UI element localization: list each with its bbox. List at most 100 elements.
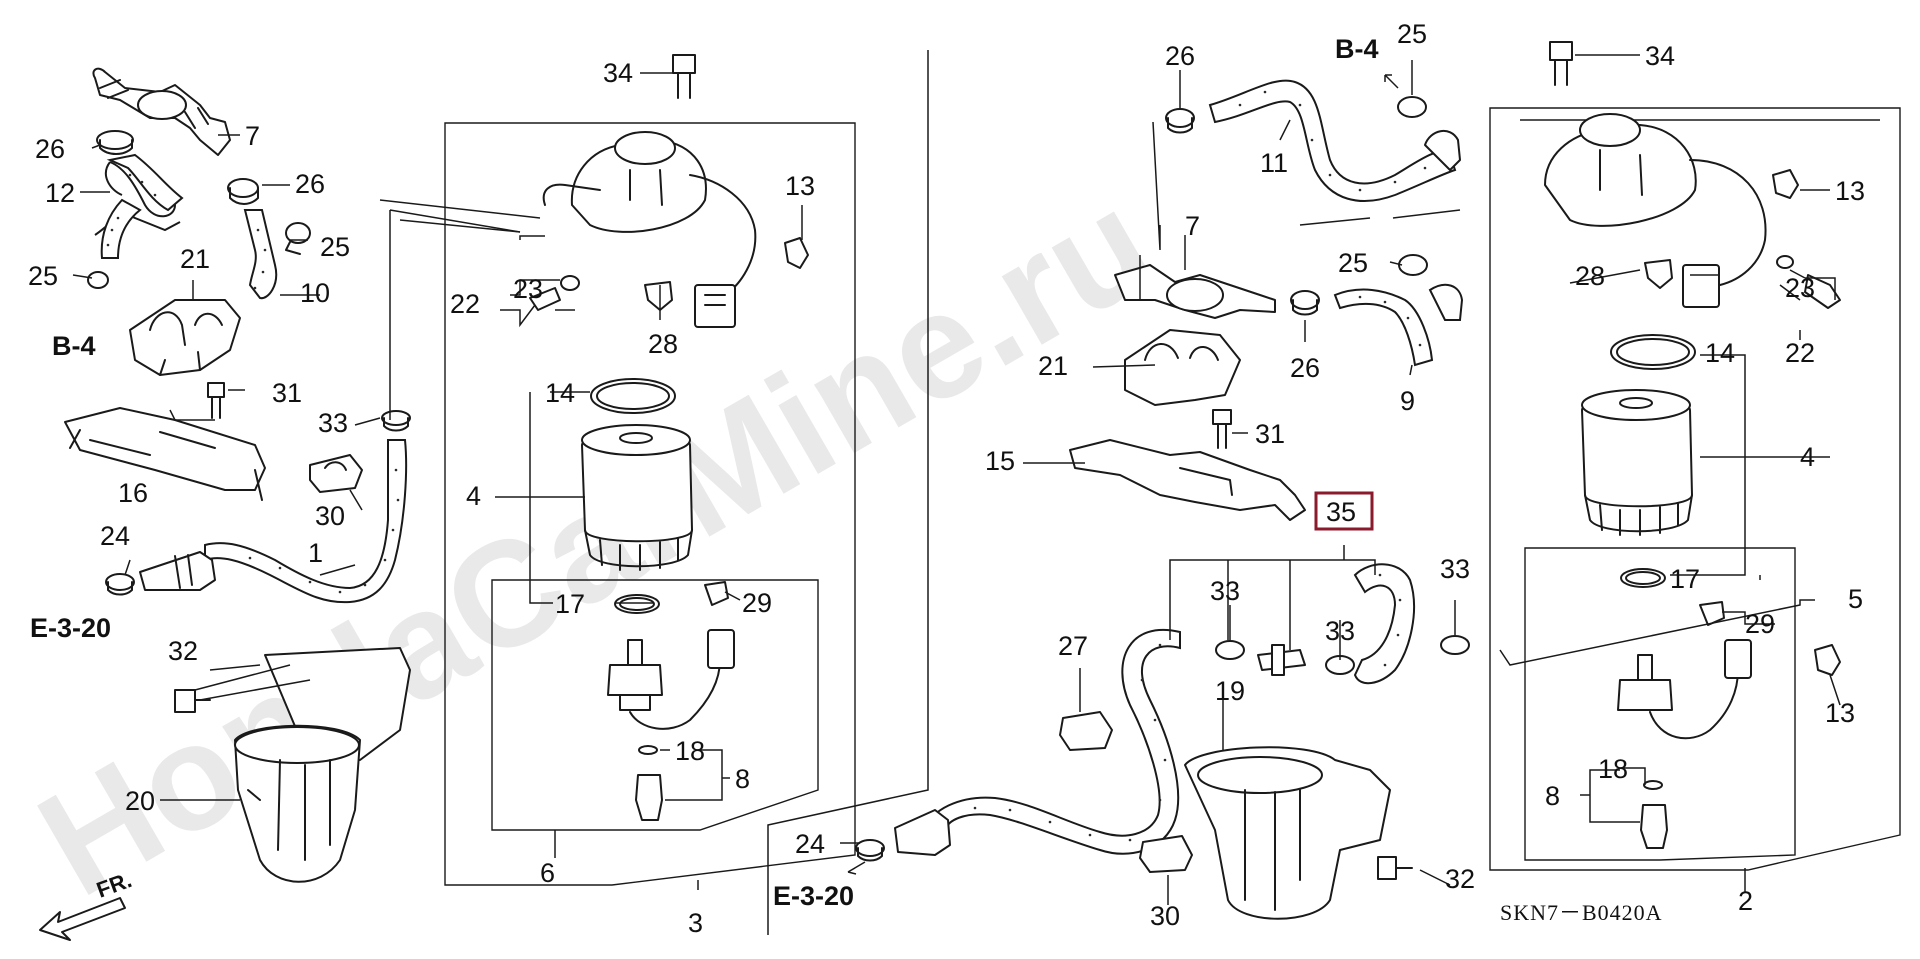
label-8-left: 8: [735, 764, 750, 794]
sensor-22-left[interactable]: [529, 275, 580, 311]
connector-29-right[interactable]: [1699, 601, 1725, 626]
connector-28-right[interactable]: [1644, 259, 1673, 289]
label-33-left: 33: [318, 408, 348, 438]
bracket-16[interactable]: [64, 407, 266, 501]
bolt-31-right[interactable]: [1212, 409, 1232, 449]
ref-e320-left: E-3-20: [30, 613, 111, 643]
oring-17-left[interactable]: [614, 594, 660, 614]
label-5: 5: [1848, 584, 1863, 614]
oring-14-left[interactable]: [590, 378, 676, 414]
clamp-26-right[interactable]: [1165, 108, 1195, 134]
sensor-unit-right[interactable]: [1617, 639, 1752, 740]
bracket-21-left[interactable]: [129, 299, 241, 376]
drain-plug-8-right[interactable]: [1640, 804, 1668, 849]
label-20: 20: [125, 786, 155, 816]
connector-33-pipe[interactable]: [1257, 644, 1306, 676]
clamp-25-right[interactable]: [1398, 254, 1428, 276]
clip-30-left[interactable]: [309, 454, 363, 493]
connector-29-left[interactable]: [704, 581, 729, 606]
oring-17-right[interactable]: [1620, 568, 1666, 588]
label-15: 15: [985, 446, 1015, 476]
label-33-right-c: 33: [1440, 554, 1470, 584]
clamp-25-left[interactable]: [285, 222, 311, 255]
bracket-21-right[interactable]: [1124, 329, 1241, 406]
clip-13-right-top[interactable]: [1772, 169, 1799, 199]
hose-11[interactable]: [1208, 79, 1461, 202]
hose-10[interactable]: [243, 209, 278, 300]
label-18-right: 18: [1598, 754, 1628, 784]
label-35: 35: [1326, 497, 1356, 527]
clamp-24-left[interactable]: [105, 573, 135, 596]
filter-head-right[interactable]: [1544, 113, 1767, 286]
label-13-left: 13: [785, 171, 815, 201]
label-29-right: 29: [1745, 609, 1775, 639]
oring-18-right[interactable]: [1643, 780, 1663, 790]
connector-28-left[interactable]: [644, 281, 673, 311]
hose-33-short[interactable]: [1353, 563, 1416, 685]
part-7-joint-right[interactable]: [1114, 264, 1276, 319]
hose-1-right[interactable]: [894, 628, 1181, 856]
label-29-left: 29: [742, 588, 772, 618]
connector-plug-left[interactable]: [694, 284, 736, 328]
hose-1-left[interactable]: [139, 439, 408, 604]
label-17-left: 17: [555, 589, 585, 619]
label-28-left: 28: [648, 329, 678, 359]
label-34-right: 34: [1645, 41, 1675, 71]
label-21-right: 21: [1038, 351, 1068, 381]
label-2: 2: [1738, 886, 1753, 916]
bracket-19[interactable]: [1184, 746, 1391, 920]
connector-plug-right[interactable]: [1682, 264, 1720, 308]
bolt-32-left[interactable]: [174, 689, 211, 713]
label-33-right-a: 33: [1210, 576, 1240, 606]
label-24-right: 24: [795, 829, 825, 859]
part-35-highlight[interactable]: 35: [1314, 491, 1374, 531]
hose-9[interactable]: [1333, 283, 1464, 367]
bracket-20[interactable]: [234, 647, 411, 883]
bolt-34-left[interactable]: [672, 54, 696, 99]
section-divider: [767, 50, 929, 935]
clamp-33-right-a[interactable]: [1215, 640, 1245, 660]
label-28-right: 28: [1575, 261, 1605, 291]
label-13-right-a: 13: [1835, 176, 1865, 206]
clamp-33-right-c[interactable]: [1440, 635, 1470, 655]
bracket-15[interactable]: [1069, 439, 1306, 521]
clamp-26-left-2[interactable]: [227, 178, 259, 205]
label-30-right: 30: [1150, 901, 1180, 931]
fuel-filter-4-left[interactable]: [581, 424, 693, 571]
clip-27[interactable]: [1059, 711, 1113, 751]
clamp-26-left[interactable]: [96, 130, 134, 155]
label-27: 27: [1058, 631, 1088, 661]
clip-30-right[interactable]: [1139, 835, 1193, 873]
label-4-left: 4: [466, 481, 481, 511]
label-31-right: 31: [1255, 419, 1285, 449]
oring-18-left[interactable]: [638, 745, 658, 755]
bolt-34-right[interactable]: [1549, 41, 1573, 86]
label-7-left: 7: [245, 121, 260, 151]
bolt-31-left[interactable]: [207, 382, 225, 419]
label-10: 10: [300, 278, 330, 308]
sensor-23-right[interactable]: [1776, 255, 1841, 309]
oring-14-right[interactable]: [1610, 334, 1696, 370]
filter-head-left[interactable]: [542, 131, 757, 296]
label-14-right: 14: [1705, 338, 1735, 368]
sensor-unit-left[interactable]: [607, 629, 735, 730]
label-9: 9: [1400, 386, 1415, 416]
label-19: 19: [1215, 676, 1245, 706]
label-24-left: 24: [100, 521, 130, 551]
label-14-left: 14: [545, 378, 575, 408]
bolt-32-right[interactable]: [1377, 856, 1413, 880]
hose-12[interactable]: [94, 153, 184, 259]
clip-13-left[interactable]: [784, 237, 809, 269]
clip-13-right-bottom[interactable]: [1814, 644, 1841, 676]
clamp-25-right-top[interactable]: [1397, 96, 1427, 118]
clamp-26-right-2[interactable]: [1290, 290, 1320, 316]
drain-plug-8-left[interactable]: [635, 774, 663, 821]
part-7-joint-left[interactable]: [92, 67, 231, 156]
clamp-33-left[interactable]: [381, 410, 411, 432]
label-32-right: 32: [1445, 864, 1475, 894]
label-25-right-a: 25: [1397, 19, 1427, 49]
label-22-right: 22: [1785, 338, 1815, 368]
clamp-24-right[interactable]: [855, 839, 885, 862]
fuel-filter-4-right[interactable]: [1581, 389, 1693, 536]
clamp-25-small[interactable]: [87, 271, 109, 289]
